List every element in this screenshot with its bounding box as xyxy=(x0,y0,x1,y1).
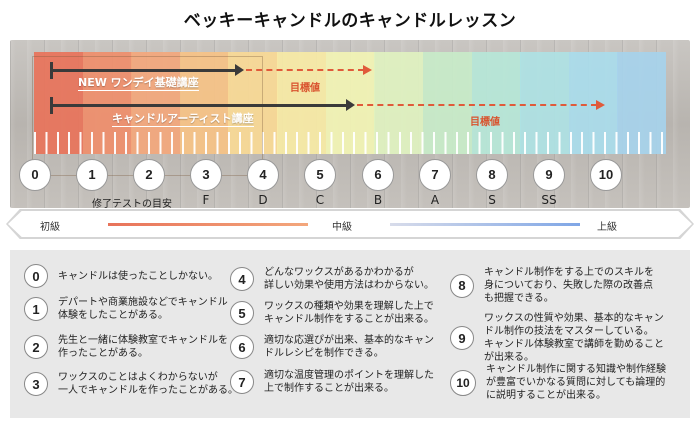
ruler-ticks xyxy=(34,132,664,154)
level-circle-2: 2 xyxy=(133,159,165,191)
page-title: ベッキーキャンドルのキャンドルレッスン xyxy=(183,11,517,31)
level-circle-0: 0 xyxy=(19,159,51,191)
level-circle-1: 1 xyxy=(76,159,108,191)
level-circle-9: 9 xyxy=(533,159,565,191)
desc-number-6: 6 xyxy=(230,335,254,359)
rank-d: D xyxy=(258,193,268,207)
desc-number-3: 3 xyxy=(24,372,48,396)
description-item-0: 0 キャンドルは使ったことしかない。 xyxy=(24,264,218,288)
desc-number-7: 7 xyxy=(230,370,254,394)
rank-c: C xyxy=(315,193,325,207)
desc-number-5: 5 xyxy=(230,301,254,325)
level-circle-8: 8 xyxy=(476,159,508,191)
description-item-4: 4 どんなワックスがあるかわかるが 詳しい効果や使用方法はわからない。 xyxy=(230,266,434,292)
desc-text-6: 適切な応選ぴが出来、基本的なキャン ドルレシピを制作できる。 xyxy=(264,335,434,359)
desc-number-10: 10 xyxy=(450,369,476,396)
desc-text-7: 適切な温度管理のポイントを理解した 上で制作することが出来る。 xyxy=(264,370,434,394)
desc-number-8: 8 xyxy=(450,273,474,298)
description-item-2: 2 先生と一緒に体験教室でキャンドルを 作ったことがある。 xyxy=(24,334,228,360)
test-guide-label: 修了テストの目安 xyxy=(92,199,172,210)
rank-b: B xyxy=(373,193,383,207)
course-label-oneday: NEW ワンデイ基礎講座 xyxy=(78,76,199,91)
desc-text-0: キャンドルは使ったことしかない。 xyxy=(58,270,218,282)
description-item-10: 10 キャンドル制作に関する知識や制作経験 が豊富でいかなる質問に対しても論理的… xyxy=(450,363,666,402)
description-item-1: 1 デパートや商業施設などでキャンドル 体験をしたことがある。 xyxy=(24,296,228,322)
rank-ss: SS xyxy=(541,193,557,207)
description-item-9: 9 ワックスの性質や効果、基本的なキャン ドル制作の技法をマスターしている。 キ… xyxy=(450,312,664,364)
desc-number-4: 4 xyxy=(230,267,254,291)
level-circle-6: 6 xyxy=(362,159,394,191)
oneday-goal-arrow xyxy=(246,65,372,75)
desc-text-4: どんなワックスがあるかわかるが 詳しい効果や使用方法はわからない。 xyxy=(264,267,434,291)
course-label-artist: キャンドルアーティスト講座 xyxy=(112,112,254,127)
artist-goal-label: 目標値 xyxy=(470,117,500,128)
level-circle-10: 10 xyxy=(590,159,622,191)
level-circle-7: 7 xyxy=(419,159,451,191)
level-beginner: 初級 xyxy=(40,222,60,233)
rank-f: F xyxy=(202,193,210,207)
desc-text-8: キャンドル制作をする上でのスキルを 身についており、失敗した際の改善点 も把握で… xyxy=(484,267,654,304)
desc-text-10: キャンドル制作に関する知識や制作経験 が豊富でいかなる質問に対しても論理的 に説… xyxy=(486,364,666,401)
level-description-panel xyxy=(10,250,690,418)
rank-a: A xyxy=(430,193,440,207)
desc-number-0: 0 xyxy=(24,264,48,288)
desc-number-9: 9 xyxy=(450,326,474,350)
description-item-6: 6 適切な応選ぴが出来、基本的なキャン ドルレシピを制作できる。 xyxy=(230,334,434,360)
level-advanced: 上級 xyxy=(597,222,617,233)
artist-arrow xyxy=(50,97,355,114)
desc-number-1: 1 xyxy=(24,297,48,321)
advanced-gradient xyxy=(390,223,580,226)
beginner-gradient xyxy=(108,223,308,226)
description-item-8: 8 キャンドル制作をする上でのスキルを 身についており、失敗した際の改善点 も把… xyxy=(450,266,654,305)
artist-goal-arrow xyxy=(357,100,605,110)
description-item-3: 3 ワックスのことはよくわからないが 一人でキャンドルを作ったことがある。 xyxy=(24,371,238,397)
rank-s: S xyxy=(488,193,496,207)
level-circle-3: 3 xyxy=(190,159,222,191)
description-item-7: 7 適切な温度管理のポイントを理解した 上で制作することが出来る。 xyxy=(230,369,434,395)
description-item-5: 5 ワックスの種類や効果を理解した上で キャンドル制作をすることが出来る。 xyxy=(230,300,434,326)
desc-text-3: ワックスのことはよくわからないが 一人でキャンドルを作ったことがある。 xyxy=(58,372,238,396)
desc-text-2: 先生と一緒に体験教室でキャンドルを 作ったことがある。 xyxy=(58,335,228,359)
level-circle-4: 4 xyxy=(247,159,279,191)
desc-text-5: ワックスの種類や効果を理解した上で キャンドル制作をすることが出来る。 xyxy=(264,301,434,325)
level-intermediate: 中級 xyxy=(332,222,352,233)
desc-text-1: デパートや商業施設などでキャンドル 体験をしたことがある。 xyxy=(58,297,228,321)
level-circle-5: 5 xyxy=(304,159,336,191)
oneday-arrow xyxy=(50,62,244,79)
oneday-goal-label: 目標値 xyxy=(290,83,320,94)
desc-text-9: ワックスの性質や効果、基本的なキャン ドル制作の技法をマスターしている。 キャン… xyxy=(484,313,664,363)
desc-number-2: 2 xyxy=(24,335,48,359)
